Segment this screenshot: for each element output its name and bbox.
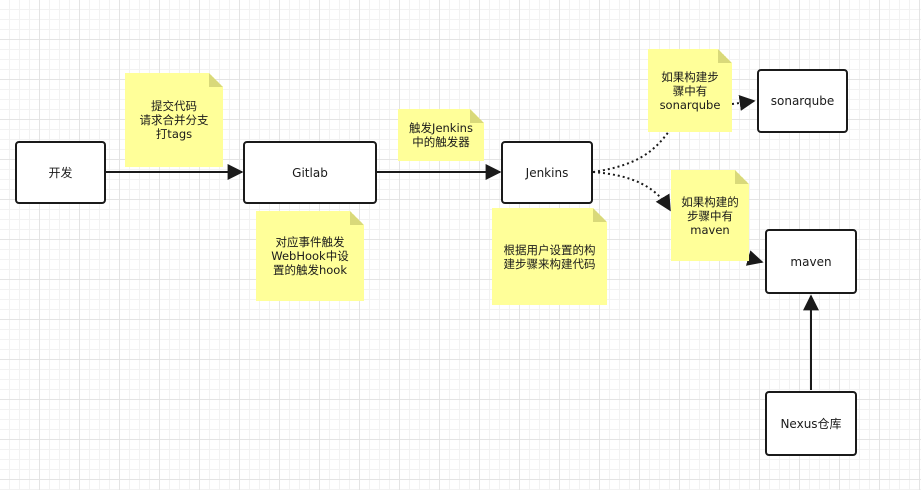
note-if-maven[interactable]: 如果构建的 步骤中有 maven — [671, 170, 749, 261]
node-nexus-label: Nexus仓库 — [780, 417, 842, 431]
node-maven[interactable]: maven — [765, 229, 857, 294]
note-if-sonarqube-text: 如果构建步 骤中有 sonarqube — [659, 69, 721, 112]
note-if-sonarqube[interactable]: 如果构建步 骤中有 sonarqube — [648, 49, 732, 132]
note-trigger-text: 触发Jenkins 中的触发器 — [409, 121, 473, 149]
node-gitlab[interactable]: Gitlab — [243, 141, 377, 204]
note-commit[interactable]: 提交代码 请求合并分支 打tags — [125, 73, 223, 167]
node-sonarqube[interactable]: sonarqube — [757, 69, 848, 133]
node-gitlab-label: Gitlab — [292, 165, 328, 180]
node-dev-label: 开发 — [48, 166, 73, 180]
node-dev[interactable]: 开发 — [15, 141, 106, 204]
note-webhook[interactable]: 对应事件触发 WebHook中设 置的触发hook — [256, 211, 364, 301]
node-jenkins[interactable]: Jenkins — [501, 141, 593, 204]
node-maven-label: maven — [790, 254, 832, 269]
edge-sonar-note-sonarqube — [731, 95, 756, 111]
node-nexus[interactable]: Nexus仓库 — [765, 391, 857, 456]
note-webhook-text: 对应事件触发 WebHook中设 置的触发hook — [271, 235, 349, 277]
edge-maven-note-maven — [745, 250, 764, 266]
note-build-text: 根据用户设置的构 建步骤来构建代码 — [503, 242, 596, 271]
note-trigger[interactable]: 触发Jenkins 中的触发器 — [398, 109, 484, 161]
note-build[interactable]: 根据用户设置的构 建步骤来构建代码 — [492, 208, 607, 305]
edge-jenkins-maven-note — [592, 171, 671, 212]
note-commit-text: 提交代码 请求合并分支 打tags — [139, 99, 209, 141]
note-if-maven-text: 如果构建的 步骤中有 maven — [681, 194, 739, 237]
node-sonarqube-label: sonarqube — [770, 94, 835, 108]
node-jenkins-label: Jenkins — [525, 165, 569, 180]
